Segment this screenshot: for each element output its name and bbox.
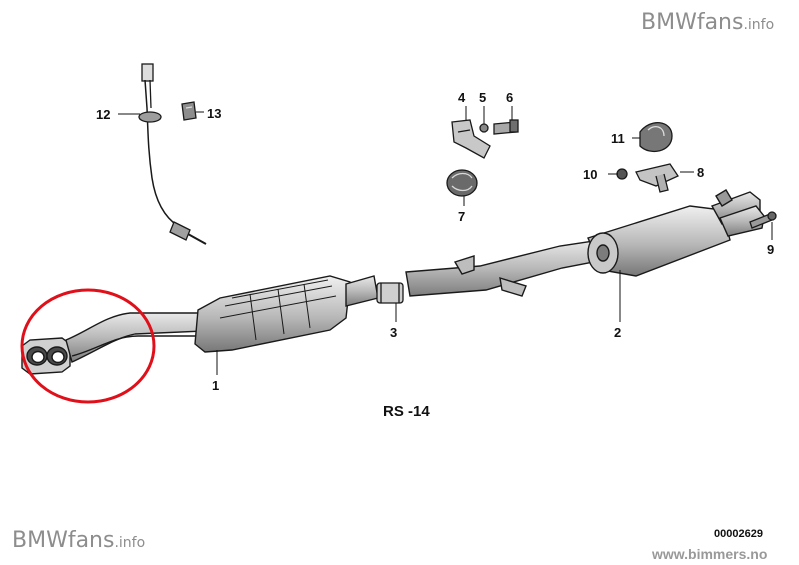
callout-5[interactable]: 5: [479, 90, 486, 105]
rubber-mount: [446, 169, 478, 197]
source-url: www.bimmers.no: [652, 546, 768, 562]
callout-1[interactable]: 1: [212, 378, 219, 393]
oxygen-sensor: [138, 63, 207, 245]
front-pipe-catalytic-converter: [21, 275, 379, 375]
exhaust-clamp: [376, 282, 404, 304]
callout-11[interactable]: 11: [611, 131, 625, 146]
callout-labels: 1 2 3 4 5 6 7 8 9 10 11 12 13: [96, 90, 774, 393]
rear-silencer-assembly: [405, 189, 765, 297]
sensor-grommet: [181, 101, 197, 121]
callout-4[interactable]: 4: [458, 90, 466, 105]
drawing-number: 00002629: [714, 528, 763, 540]
callout-6[interactable]: 6: [506, 90, 513, 105]
watermark-bottom: BMWfans.info: [12, 528, 146, 553]
hanger-bracket-set: [616, 122, 679, 193]
callout-8[interactable]: 8: [697, 165, 704, 180]
bracket-washer-bolt: [451, 119, 519, 159]
leader-lines: [118, 106, 773, 375]
highlight-circle: [20, 288, 156, 404]
callout-10[interactable]: 10: [583, 167, 597, 182]
callout-7[interactable]: 7: [458, 209, 465, 224]
group-code: RS -14: [383, 403, 430, 420]
watermark-top: BMWfans.info: [641, 10, 775, 35]
callout-3[interactable]: 3: [390, 325, 397, 340]
callout-13[interactable]: 13: [207, 106, 221, 121]
mounting-screw: [749, 211, 777, 229]
callout-9[interactable]: 9: [767, 242, 774, 257]
callout-12[interactable]: 12: [96, 107, 110, 122]
callout-2[interactable]: 2: [614, 325, 621, 340]
